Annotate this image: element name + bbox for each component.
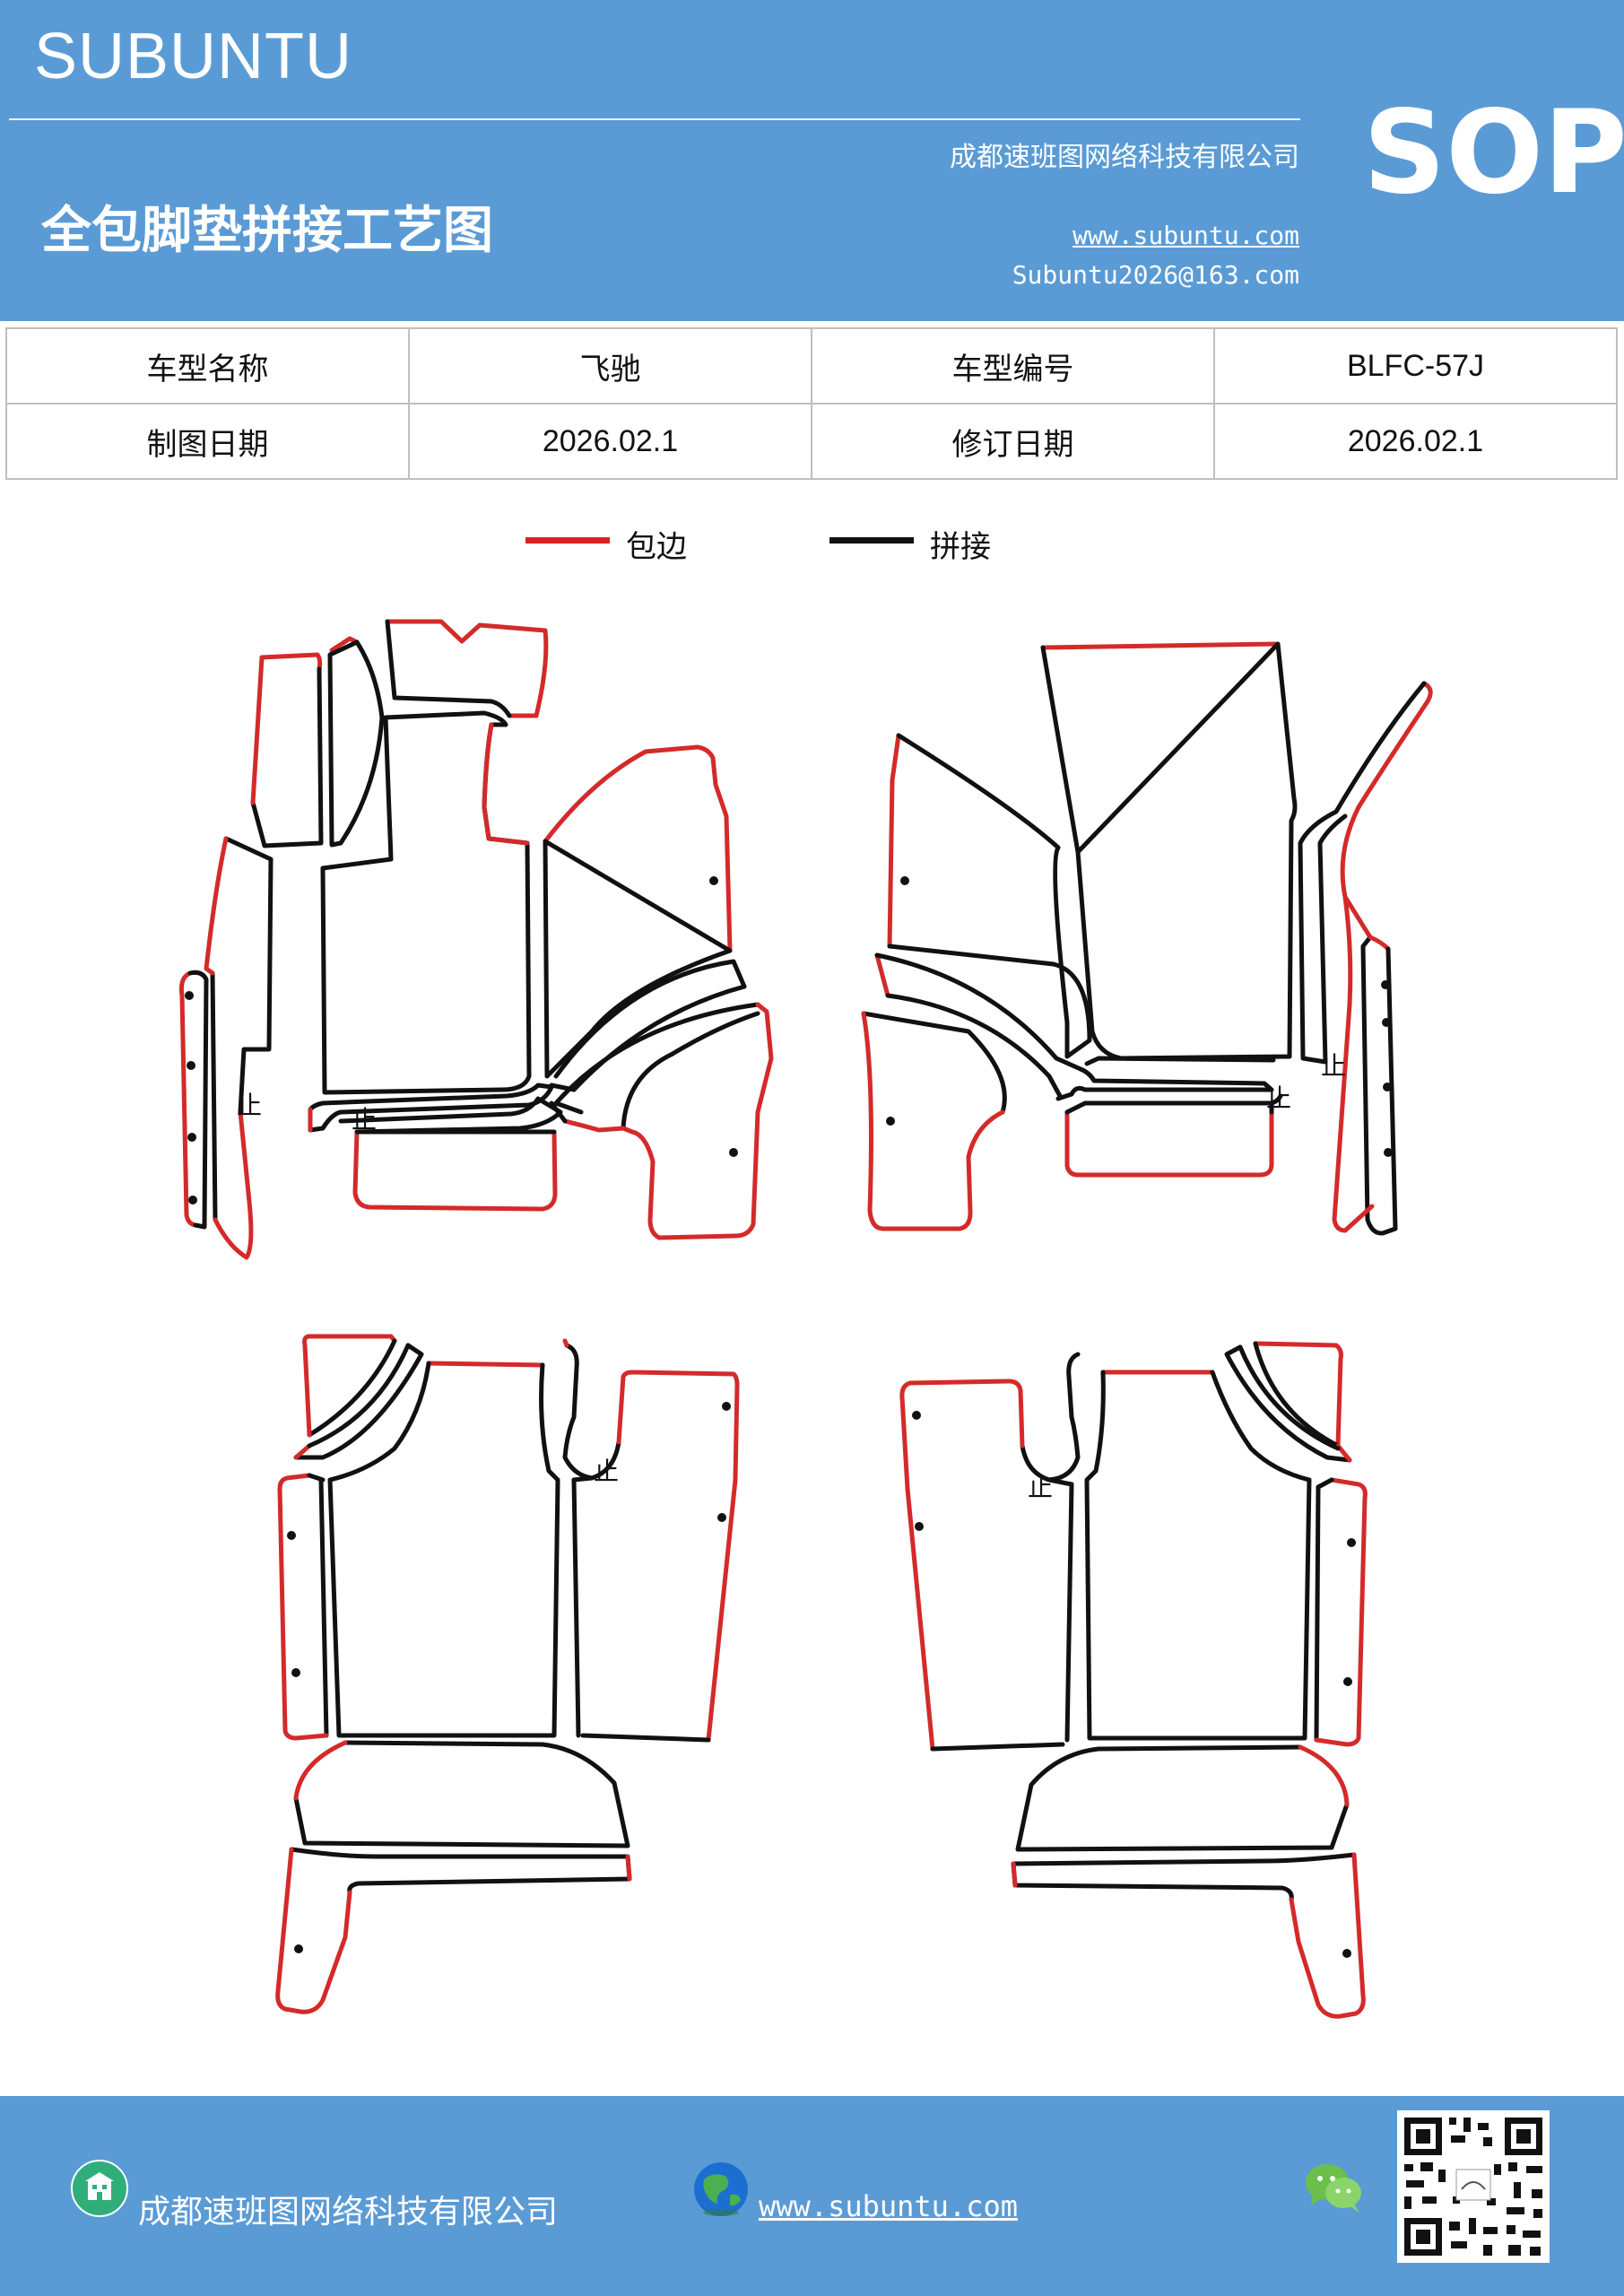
legend-label-seam: 拼接 [930,529,991,565]
mat-group-front-left: 止 止 [178,619,774,1260]
stop-mark: 止 [1266,1083,1291,1113]
table-row: 制图日期 2026.02.1 修订日期 2026.02.1 [5,403,1618,480]
footer-website-link[interactable]: www.subuntu.com [759,2189,1018,2223]
brand-name: SUBUNTU [34,21,353,92]
stop-mark: 止 [237,1091,262,1120]
header-divider [9,118,1300,120]
draw-date-label: 制图日期 [5,403,410,480]
wechat-icon [1306,2164,1361,2213]
building-icon [71,2160,128,2217]
legend-label-edge: 包边 [626,529,687,565]
stop-mark: 止 [594,1457,619,1486]
sop-badge: SOP [1363,86,1624,220]
qr-code [1397,2110,1550,2263]
model-name-label: 车型名称 [5,327,410,404]
model-code-label: 车型编号 [811,327,1215,404]
revision-date-value: 2026.02.1 [1213,403,1618,480]
mat-group-rear-right: 止 [899,1341,1368,2019]
stop-mark: 止 [1321,1051,1346,1081]
edge-swatch [525,537,610,544]
stop-mark: 止 [1028,1473,1053,1502]
model-name-value: 飞驰 [408,327,812,404]
table-row: 车型名称 飞驰 车型编号 BLFC-57J [5,327,1618,404]
globe-icon [694,2162,748,2216]
company-name: 成都速班图网络科技有限公司 [950,142,1299,173]
revision-date-label: 修订日期 [811,403,1215,480]
footer-banner: 成都速班图网络科技有限公司 www.subuntu.com [0,2096,1624,2296]
mat-group-rear-left: 止 [275,1334,740,2014]
vehicle-info-table: 车型名称 飞驰 车型编号 BLFC-57J 制图日期 2026.02.1 修订日… [5,327,1618,480]
seam-swatch [829,537,914,544]
stop-mark: 止 [352,1105,377,1135]
draw-date-value: 2026.02.1 [408,403,812,480]
footer-company: 成都速班图网络科技有限公司 [138,2194,559,2231]
email-address: Subuntu2026@163.com [1012,260,1299,290]
document-title: 全包脚垫拼接工艺图 [41,201,493,260]
header-banner: SUBUNTU 成都速班图网络科技有限公司 全包脚垫拼接工艺图 www.subu… [0,0,1624,321]
website-link[interactable]: www.subuntu.com [1073,221,1299,250]
model-code-value: BLFC-57J [1213,327,1618,404]
mat-group-front-right: 止 止 [861,641,1433,1236]
